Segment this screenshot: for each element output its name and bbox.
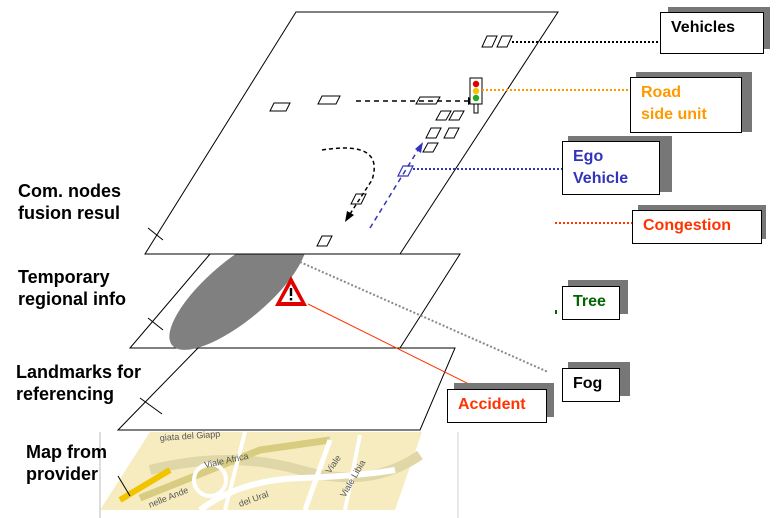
vehicle-icon: [448, 110, 465, 121]
vehicle-icons: [269, 35, 513, 247]
landmarks-layer-plane: [116, 347, 456, 431]
legend-vehicles: Vehicles: [660, 12, 764, 54]
vehicle-icon: [425, 127, 442, 139]
layer-label-temporary: Temporary regional info: [18, 267, 126, 309]
vehicle-icon: [435, 110, 452, 121]
legend-road-side-unit: Road side unit: [630, 77, 742, 133]
vehicle-icon: [316, 235, 333, 247]
legend-ego-vehicle: Ego Vehicle: [562, 141, 660, 195]
legend-tree: Tree: [562, 286, 620, 320]
vehicle-icon: [422, 142, 439, 153]
layer-label-landmarks: Landmarks for referencing: [16, 362, 142, 404]
vehicle-icon: [481, 35, 498, 48]
vehicle-icon: [443, 127, 460, 139]
legend-fog: Fog: [562, 368, 620, 402]
layer-label-com-nodes: Com. nodes fusion resul: [18, 181, 122, 223]
legend-congestion: Congestion: [632, 210, 762, 244]
accident-warning-icon: [275, 276, 307, 306]
fog-area: [169, 230, 307, 350]
vehicle-icon: [269, 102, 291, 112]
vehicle-icon: [496, 35, 513, 48]
legend-accident: Accident: [447, 389, 547, 423]
com-nodes-layer-plane: [144, 11, 559, 255]
connector-lines: [299, 41, 660, 399]
map-layer: giata del Giapp Viale Africa Viale nelle…: [99, 429, 423, 518]
vehicle-icon: [317, 95, 341, 105]
map-street-label: giata del Giapp: [159, 429, 220, 443]
label-pointers: [117, 227, 164, 497]
layer-label-map: Map from provider: [26, 442, 107, 484]
